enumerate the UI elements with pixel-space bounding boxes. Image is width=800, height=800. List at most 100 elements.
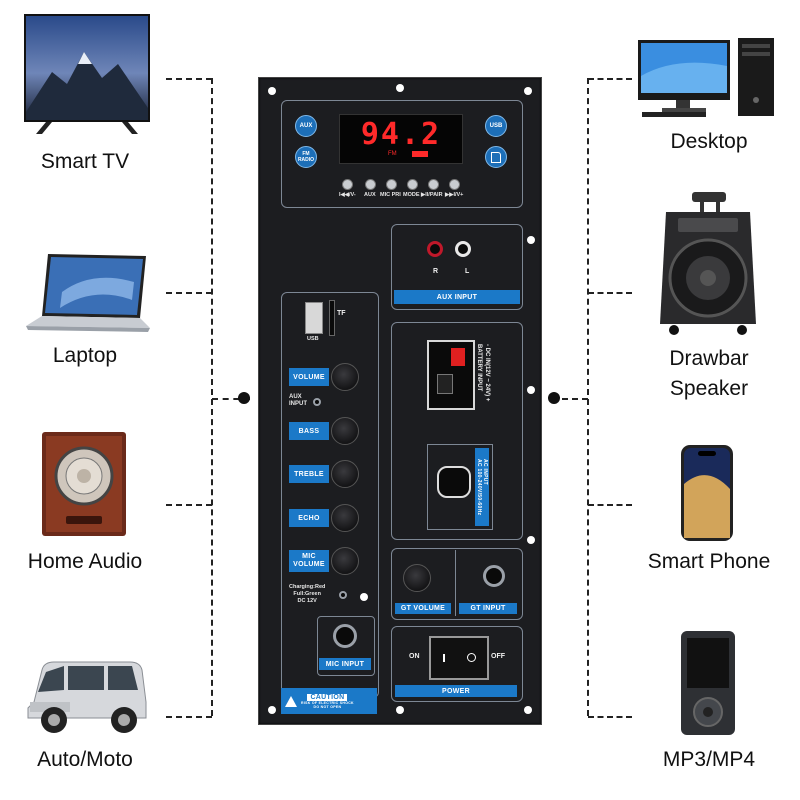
- connector-line: [588, 716, 632, 718]
- mounting-hole: [360, 593, 368, 601]
- mic-volume-knob[interactable]: [331, 547, 359, 575]
- gt-input-jack[interactable]: [483, 565, 505, 587]
- caution-text: RISK OF ELECTRIC SHOCK DO NOT OPEN: [301, 700, 354, 709]
- power-section: [391, 626, 523, 702]
- mounting-hole: [268, 706, 276, 714]
- connector-line: [212, 398, 250, 400]
- mounting-hole: [396, 706, 404, 714]
- car-icon: [20, 652, 150, 738]
- gt-section: [391, 548, 523, 620]
- bass-label: BASS: [289, 422, 329, 440]
- aux-l-jack[interactable]: [455, 241, 471, 257]
- aux-r-label: R: [433, 268, 439, 275]
- usb-port[interactable]: [305, 302, 323, 334]
- tf-slot[interactable]: [329, 300, 335, 336]
- led-display: 94.2 FM: [339, 114, 463, 164]
- mic-input-jack[interactable]: [333, 624, 357, 648]
- device-label-smart-tv: Smart TV: [40, 150, 130, 173]
- terminal-black: [437, 374, 453, 394]
- display-battery: [412, 151, 428, 157]
- fm-radio-button[interactable]: FM RADIO: [295, 146, 317, 168]
- mic-input-section: [317, 616, 375, 676]
- power-label: POWER: [395, 685, 517, 697]
- next-button[interactable]: [449, 179, 460, 190]
- mounting-hole: [527, 536, 535, 544]
- drawbar-speaker-icon: [656, 190, 760, 336]
- sd-card-button[interactable]: [485, 146, 507, 168]
- mode-button[interactable]: [407, 179, 418, 190]
- gt-input-label: GT INPUT: [459, 603, 517, 614]
- mounting-hole: [396, 84, 404, 92]
- transport-label: AUX: [364, 192, 376, 198]
- tf-label: TF: [337, 310, 346, 317]
- dc-input-section: [391, 322, 523, 540]
- device-label-mp3-mp4: MP3/MP4: [662, 748, 756, 771]
- connector-line: [211, 78, 213, 716]
- desktop-icon: [636, 36, 776, 118]
- usb-port-label: USB: [307, 336, 319, 342]
- ac-input-frame: [427, 444, 493, 530]
- terminal-red: [451, 348, 465, 366]
- aux-input-label: AUX INPUT: [394, 290, 520, 304]
- power-on-label: ON: [409, 653, 420, 660]
- home-audio-icon: [40, 430, 130, 540]
- connector-line: [166, 716, 212, 718]
- gt-divider: [455, 550, 456, 616]
- transport-label: ▶II/PAIR: [421, 192, 443, 198]
- battery-terminal[interactable]: [427, 340, 475, 410]
- aux-mode-button[interactable]: [365, 179, 376, 190]
- mic-input-label: MIC INPUT: [319, 658, 371, 670]
- mounting-hole: [527, 236, 535, 244]
- gt-volume-knob[interactable]: [403, 564, 431, 592]
- dc-input-label: - DC IN(12V ~ 24V) + BATTERY INPUT: [476, 344, 490, 402]
- transport-label: MODE: [403, 192, 420, 198]
- smart-tv-icon: [22, 12, 152, 136]
- media-player-section: [281, 100, 523, 208]
- transport-label: I◀◀/V-: [339, 192, 356, 198]
- device-label-desktop: Desktop: [670, 130, 748, 153]
- echo-knob[interactable]: [331, 504, 359, 532]
- mic-volume-label: MIC VOLUME: [289, 550, 329, 572]
- mic-priority-button[interactable]: [386, 179, 397, 190]
- connector-line: [588, 78, 632, 80]
- mounting-hole: [527, 386, 535, 394]
- aux-button[interactable]: AUX: [295, 115, 317, 137]
- power-switch[interactable]: [429, 636, 489, 680]
- mounting-hole: [524, 706, 532, 714]
- play-pause-button[interactable]: [428, 179, 439, 190]
- usb-button[interactable]: USB: [485, 115, 507, 137]
- amplifier-panel: AUX FM RADIO USB 94.2 FM I◀◀/V- AUX MIC …: [258, 77, 542, 725]
- connector-line: [166, 504, 212, 506]
- device-label-drawbar-speaker: Drawbar Speaker: [669, 347, 749, 400]
- prev-button[interactable]: [342, 179, 353, 190]
- mounting-hole: [268, 87, 276, 95]
- bass-knob[interactable]: [331, 417, 359, 445]
- treble-knob[interactable]: [331, 460, 359, 488]
- echo-label: ECHO: [289, 509, 329, 527]
- aux-small-jack[interactable]: [313, 398, 321, 406]
- gt-volume-label: GT VOLUME: [395, 603, 451, 614]
- charging-indicator-text: Charging:Red Full:Green DC 12V: [289, 584, 326, 604]
- dc-charge-jack[interactable]: [339, 591, 347, 599]
- aux-r-jack[interactable]: [427, 241, 443, 257]
- power-off-label: OFF: [491, 653, 505, 660]
- connector-line: [588, 504, 632, 506]
- smartphone-icon: [680, 444, 734, 542]
- caution-label: CAUTION RISK OF ELECTRIC SHOCK DO NOT OP…: [281, 688, 377, 714]
- display-band: FM: [388, 151, 397, 157]
- warning-icon: [285, 695, 297, 707]
- volume-knob[interactable]: [331, 363, 359, 391]
- switch-on-mark: [443, 654, 445, 662]
- switch-off-mark: [467, 653, 476, 662]
- mp3-player-icon: [680, 630, 736, 736]
- device-label-auto-moto: Auto/Moto: [37, 748, 133, 771]
- connector-line: [587, 78, 589, 716]
- connector-line: [552, 398, 588, 400]
- connector-line: [166, 78, 212, 80]
- mounting-hole: [524, 87, 532, 95]
- aux-input-section: [391, 224, 523, 310]
- ac-socket[interactable]: [437, 466, 471, 498]
- device-label-laptop: Laptop: [52, 344, 118, 367]
- sd-card-icon: [491, 151, 501, 163]
- connector-line: [588, 292, 632, 294]
